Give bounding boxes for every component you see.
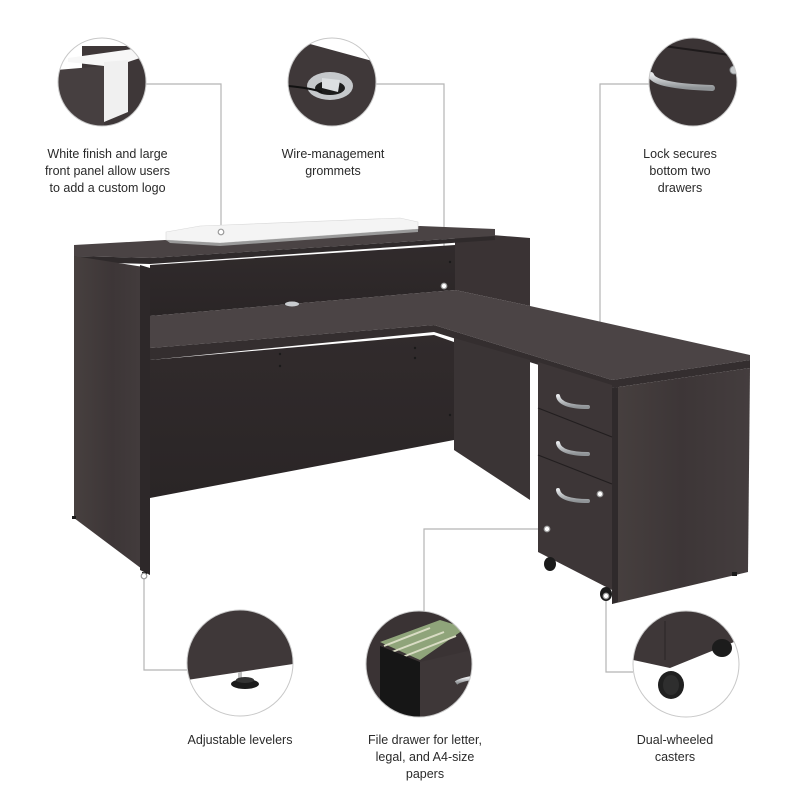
detail-circle-casters xyxy=(632,610,740,718)
callout-markers xyxy=(140,228,610,600)
caption-file-drawer: File drawer for letter, legal, and A4-si… xyxy=(368,733,482,781)
caption-casters: Dual-wheeled casters xyxy=(636,733,714,764)
detail-circle-file-drawer xyxy=(365,610,473,718)
caption-logo-panel: White finish and large front panel allow… xyxy=(44,147,171,195)
caption-grommet: Wire-management grommets xyxy=(281,147,385,178)
detail-circle-logo-panel xyxy=(57,37,147,127)
caption-levelers: Adjustable levelers xyxy=(187,733,293,747)
caption-lock: Lock secures bottom two drawers xyxy=(643,147,717,195)
callout-lines xyxy=(143,83,649,673)
detail-circle-grommet xyxy=(287,37,377,127)
detail-circle-levelers xyxy=(186,609,294,717)
desk-illustration xyxy=(72,217,750,604)
detail-circle-lock xyxy=(648,37,738,127)
